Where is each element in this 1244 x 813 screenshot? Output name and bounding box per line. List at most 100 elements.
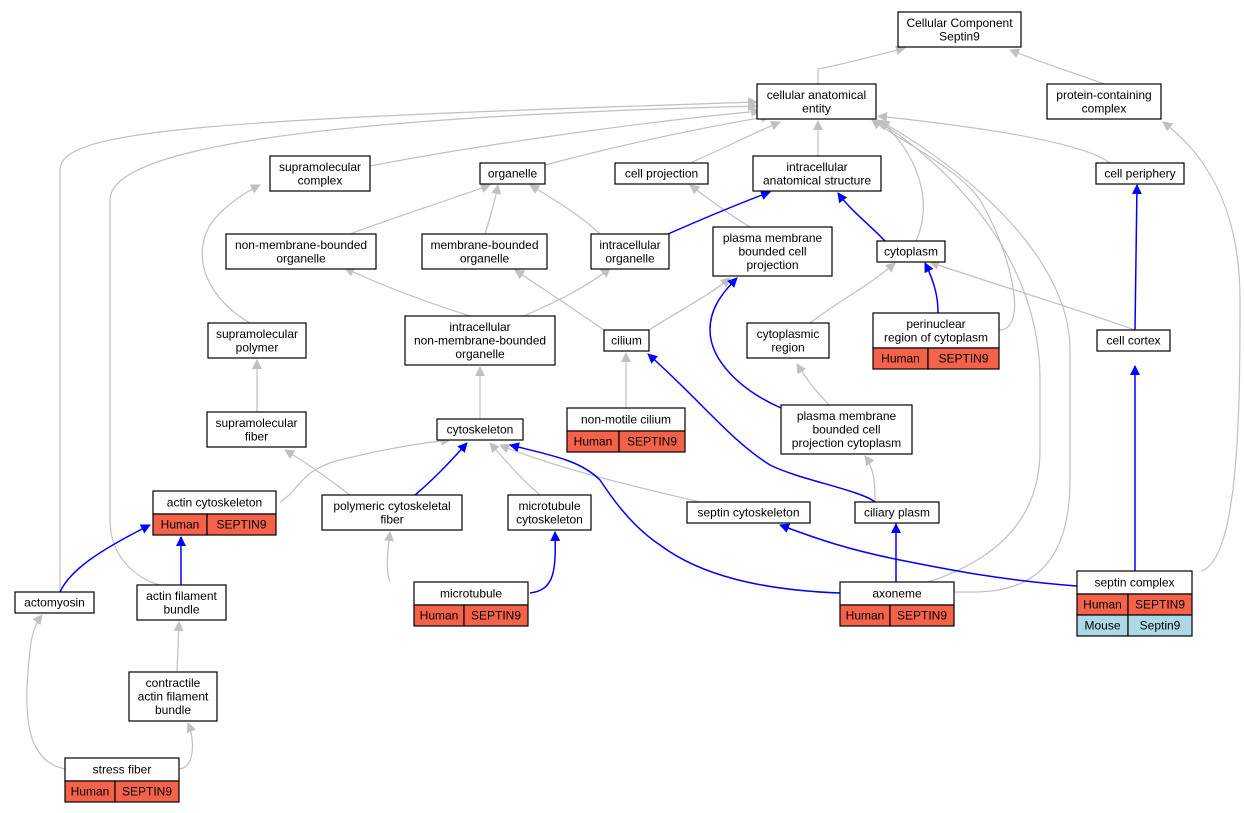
edge-grey xyxy=(349,183,491,235)
node-label: non-membrane-bounded xyxy=(235,238,367,252)
node-label: microtubule xyxy=(518,499,580,513)
node-cilpl[interactable]: ciliary plasm xyxy=(854,501,940,524)
gene-label: SEPTIN9 xyxy=(122,785,172,799)
node-label: complex xyxy=(1082,101,1127,115)
species-label: Human xyxy=(161,518,200,532)
gene-cell xyxy=(889,604,955,627)
node-label: organelle xyxy=(488,167,538,181)
edge-grey xyxy=(109,101,758,586)
node-label: actin cytoskeleton xyxy=(167,496,262,510)
edge-blue xyxy=(509,442,841,594)
node-label: septin complex xyxy=(1094,576,1174,590)
node-box xyxy=(14,591,95,614)
edge-grey xyxy=(201,184,261,324)
gene-label: SEPTIN9 xyxy=(897,609,947,623)
node-ccortex[interactable]: cell cortex xyxy=(1096,329,1171,352)
node-label: cell periphery xyxy=(1104,167,1175,181)
node-septsk[interactable]: septin cytoskeleton xyxy=(686,501,811,524)
node-box xyxy=(128,671,218,722)
node-box xyxy=(321,494,463,531)
node-box xyxy=(876,240,946,263)
gene-cell xyxy=(618,430,686,453)
node-label: supramolecular xyxy=(215,416,297,430)
edge-blue xyxy=(924,262,939,314)
node-label: contractile xyxy=(146,676,201,690)
edge-grey xyxy=(59,97,758,592)
node-org[interactable]: organelle xyxy=(479,162,546,185)
node-cyto[interactable]: cytoplasm xyxy=(876,240,946,263)
node-label: cytoplasmic xyxy=(757,327,820,341)
node-label: plasma membrane xyxy=(797,409,897,423)
node-inmbo[interactable]: intracellularnon-membrane-boundedorganel… xyxy=(404,315,556,366)
node-label: supramolecular xyxy=(216,327,298,341)
node-label: cell projection xyxy=(625,167,698,181)
node-box xyxy=(614,162,709,185)
node-box xyxy=(1046,83,1162,120)
node-box xyxy=(712,226,833,277)
node-box xyxy=(1095,162,1185,185)
edge-grey xyxy=(26,614,66,770)
edge-grey xyxy=(871,119,1016,331)
node-cytosk[interactable]: cytoskeleton xyxy=(436,418,524,441)
node-cproj[interactable]: cell projection xyxy=(614,162,709,185)
gene-label: SEPTIN9 xyxy=(627,435,677,449)
node-box xyxy=(436,418,524,441)
edges xyxy=(26,45,1241,770)
node-label: fiber xyxy=(245,429,268,443)
node-box xyxy=(854,501,940,524)
node-label: bundle xyxy=(155,703,191,717)
node-label: bounded cell xyxy=(812,423,880,437)
node-cil[interactable]: cilium xyxy=(603,329,650,352)
node-label: intracellular xyxy=(599,238,660,252)
node-label: perinuclear xyxy=(906,317,965,331)
edge-grey xyxy=(484,184,502,235)
node-label: cilium xyxy=(611,334,642,348)
species-label: Human xyxy=(71,785,110,799)
node-label: polymeric cytoskeletal xyxy=(333,499,450,513)
node-label: region of cytoplasm xyxy=(884,330,988,344)
edge-grey xyxy=(689,184,751,228)
node-label: actin filament xyxy=(146,589,217,603)
edge-grey xyxy=(879,120,924,242)
node-label: entity xyxy=(802,101,831,115)
node-label: actin filament xyxy=(138,690,209,704)
edge-blue xyxy=(709,277,782,409)
node-label: membrane-bounded xyxy=(430,238,538,252)
node-cper[interactable]: cell periphery xyxy=(1095,162,1185,185)
species-label: Human xyxy=(420,609,459,623)
gene-cell xyxy=(463,604,529,627)
species-label: Human xyxy=(1083,598,1122,612)
gene-label: Septin9 xyxy=(1140,619,1181,633)
node-actomy[interactable]: actomyosin xyxy=(14,591,95,614)
node-box xyxy=(746,322,830,359)
node-label: bounded cell xyxy=(738,245,806,259)
edge-grey xyxy=(499,443,701,503)
node-label: microtubule xyxy=(440,587,502,601)
edge-grey xyxy=(284,449,351,496)
node-label: organelle xyxy=(455,347,505,361)
